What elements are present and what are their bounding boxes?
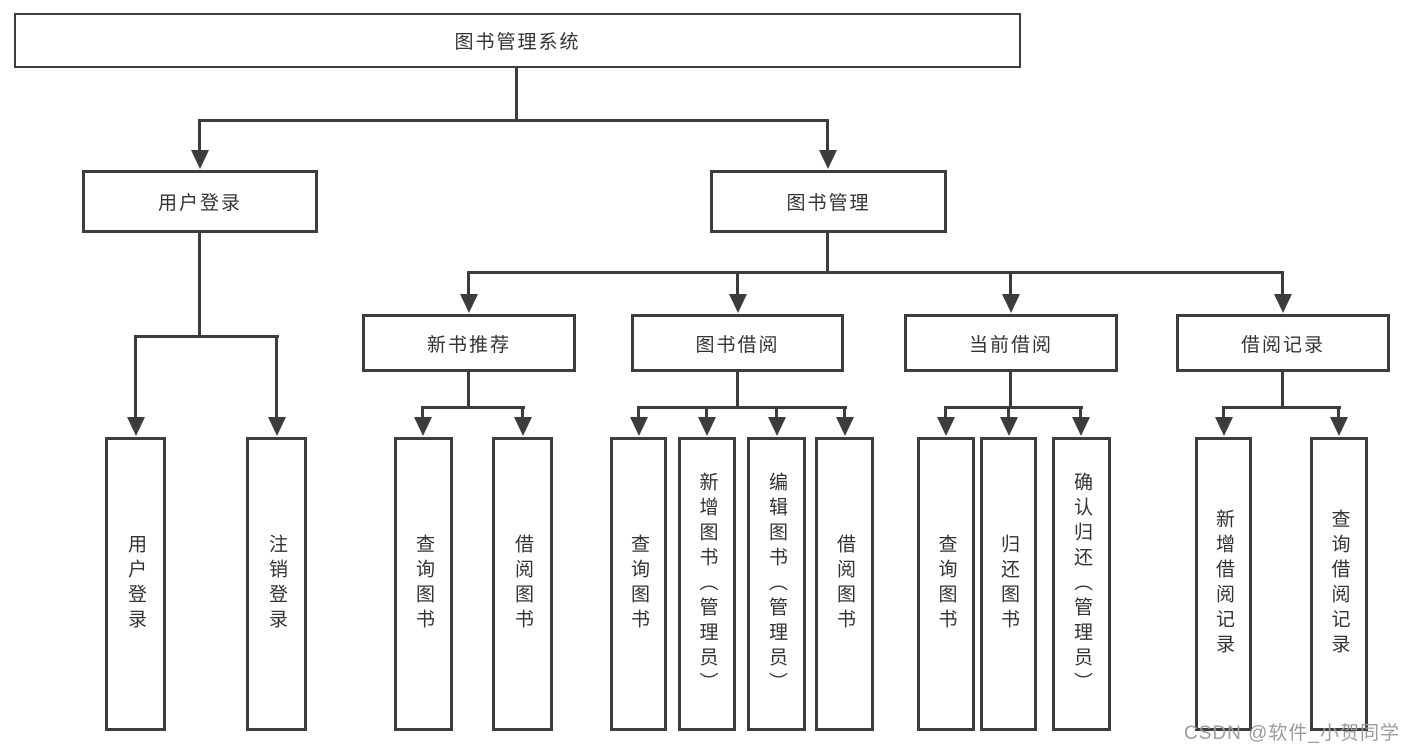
leaf-borrowing-query-books-label: 查询图书 [628, 534, 649, 634]
leaf-add-borrow-record: 新增借阅记录 [1195, 437, 1252, 731]
node-borrow-records-label: 借阅记录 [1240, 334, 1325, 356]
arrow-down-icon [1274, 294, 1292, 313]
arrow-down-icon [268, 417, 286, 436]
leaf-query-borrow-record: 查询借阅记录 [1310, 437, 1368, 731]
arrow-down-icon [729, 294, 747, 313]
leaf-add-book-admin: 新增图书（管理员） [678, 437, 736, 731]
arrow-down-icon [768, 417, 786, 436]
connector-borrowing-drop-1 [637, 406, 640, 420]
arrow-down-icon [1330, 417, 1348, 436]
connector-current-bar [944, 406, 1083, 409]
connector-records-drop-1 [1222, 406, 1225, 420]
connector-root-bar [198, 119, 829, 122]
connector-borrowing-drop-4 [843, 406, 846, 420]
connector-mgmt-drop-4 [1281, 271, 1284, 297]
connector-current-drop-3 [1079, 406, 1082, 420]
leaf-borrowing-borrow-books-label: 借阅图书 [834, 534, 855, 634]
arrow-down-icon [1002, 294, 1020, 313]
connector-current-drop-2 [1007, 406, 1010, 420]
connector-mgmt-drop-1 [467, 271, 470, 297]
leaf-user-login: 用户登录 [105, 437, 166, 731]
connector-login-stem [198, 233, 201, 337]
connector-login-drop-2 [275, 335, 278, 419]
leaf-user-login-label: 用户登录 [125, 534, 146, 634]
node-library-management-system-label: 图书管理系统 [454, 32, 581, 53]
node-new-book-recommend-label: 新书推荐 [426, 334, 511, 356]
leaf-logout: 注销登录 [246, 437, 307, 731]
leaf-add-borrow-record-label: 新增借阅记录 [1213, 509, 1234, 659]
connector-root-stem [515, 68, 518, 121]
csdn-watermark: CSDN @软件_小贺同学 [1184, 723, 1400, 744]
arrow-down-icon [937, 417, 955, 436]
connector-mgmt-drop-3 [1009, 271, 1012, 297]
leaf-recommend-query-books: 查询图书 [394, 437, 453, 731]
leaf-add-book-admin-label: 新增图书（管理员） [696, 471, 718, 697]
leaf-recommend-borrow-books-label: 借阅图书 [512, 534, 533, 634]
connector-login-drop-1 [134, 335, 137, 419]
leaf-logout-label: 注销登录 [266, 534, 287, 634]
node-user-login-label: 用户登录 [157, 193, 242, 214]
arrow-down-icon [1215, 417, 1233, 436]
node-current-borrowing-label: 当前借阅 [968, 334, 1053, 356]
connector-mgmt-stem [826, 233, 829, 273]
leaf-return-book-label: 归还图书 [998, 534, 1019, 634]
connector-recommend-bar [421, 406, 525, 409]
leaf-return-book: 归还图书 [980, 437, 1037, 731]
connector-current-stem [1009, 372, 1012, 408]
leaf-borrowing-borrow-books: 借阅图书 [815, 437, 874, 731]
connector-mgmt-bar [467, 271, 1284, 274]
leaf-edit-book-admin: 编辑图书（管理员） [747, 437, 806, 731]
node-book-borrowing-label: 图书借阅 [695, 334, 780, 356]
connector-recommend-drop-1 [421, 406, 424, 420]
leaf-confirm-return-admin: 确认归还（管理员） [1052, 437, 1111, 731]
node-borrow-records: 借阅记录 [1176, 314, 1390, 372]
node-book-management: 图书管理 [710, 170, 947, 233]
node-book-management-label: 图书管理 [786, 193, 871, 214]
connector-root-drop-left [198, 119, 201, 153]
connector-borrowing-drop-3 [775, 406, 778, 420]
arrow-down-icon [630, 417, 648, 436]
arrow-down-icon [1072, 417, 1090, 436]
arrow-down-icon [514, 417, 532, 436]
leaf-recommend-query-books-label: 查询图书 [413, 534, 434, 634]
connector-borrowing-drop-2 [705, 406, 708, 420]
connector-records-drop-2 [1337, 406, 1340, 420]
arrow-down-icon [819, 150, 837, 169]
leaf-edit-book-admin-label: 编辑图书（管理员） [766, 471, 787, 697]
connector-root-drop-right [826, 119, 829, 153]
leaf-borrowing-query-books: 查询图书 [610, 437, 667, 731]
connector-records-stem [1281, 372, 1284, 408]
leaf-current-query-books-label: 查询图书 [935, 534, 957, 634]
node-book-borrowing: 图书借阅 [631, 314, 844, 372]
connector-login-bar [134, 335, 279, 338]
node-new-book-recommend: 新书推荐 [362, 314, 576, 372]
leaf-recommend-borrow-books: 借阅图书 [492, 437, 553, 731]
arrow-down-icon [191, 150, 209, 169]
node-library-management-system: 图书管理系统 [14, 13, 1021, 68]
connector-records-bar [1222, 406, 1341, 409]
connector-mgmt-drop-2 [736, 271, 739, 297]
leaf-current-query-books: 查询图书 [917, 437, 975, 731]
node-current-borrowing: 当前借阅 [904, 314, 1118, 372]
connector-borrowing-stem [736, 372, 739, 408]
connector-borrowing-bar [637, 406, 847, 409]
leaf-confirm-return-admin-label: 确认归还（管理员） [1071, 471, 1092, 697]
connector-current-drop-1 [944, 406, 947, 420]
arrow-down-icon [836, 417, 854, 436]
arrow-down-icon [414, 417, 432, 436]
leaf-query-borrow-record-label: 查询借阅记录 [1328, 509, 1350, 659]
arrow-down-icon [1000, 417, 1018, 436]
connector-recommend-drop-2 [521, 406, 524, 420]
node-user-login: 用户登录 [82, 170, 318, 233]
arrow-down-icon [127, 417, 145, 436]
arrow-down-icon [698, 417, 716, 436]
connector-recommend-stem [467, 372, 470, 408]
arrow-down-icon [460, 294, 478, 313]
